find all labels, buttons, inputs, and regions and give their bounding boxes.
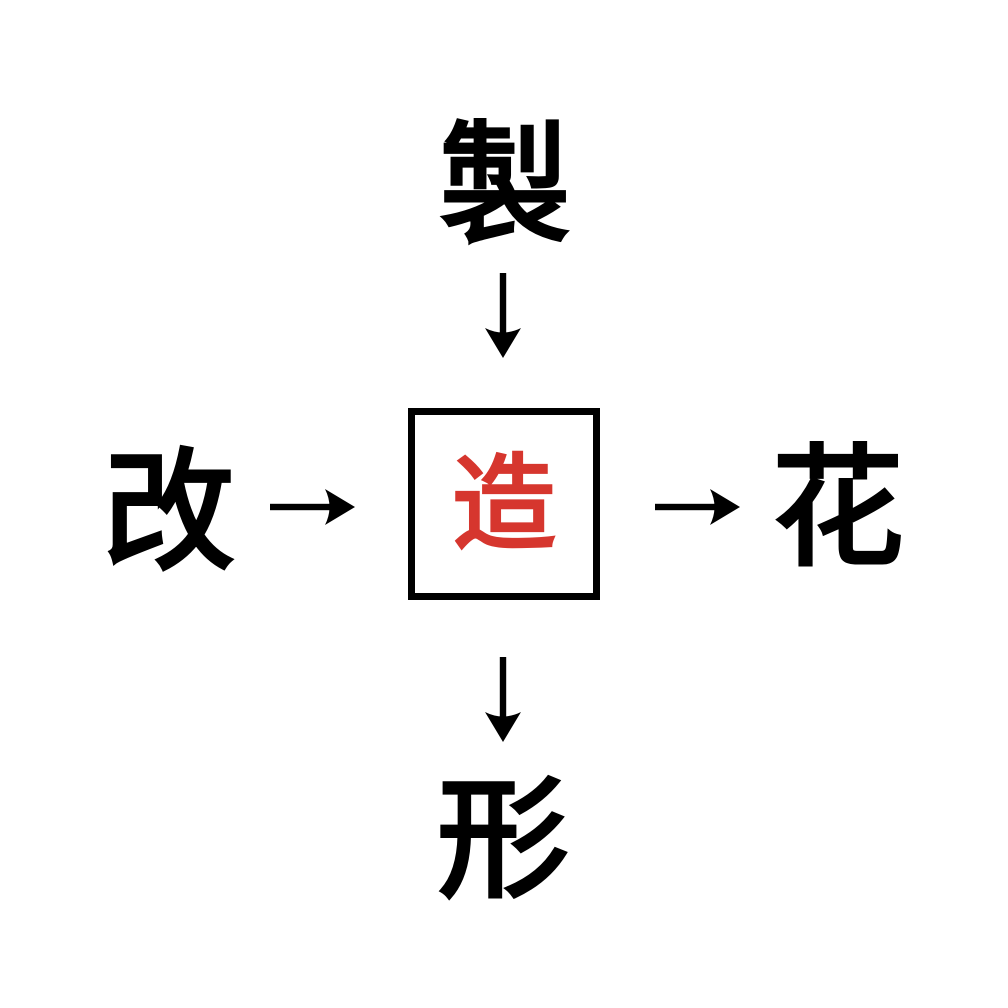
kanji-center: 造 <box>451 443 556 565</box>
answer-box: 造 <box>408 408 600 600</box>
kanji-top: 製 <box>439 109 571 263</box>
kanji-right: 花 <box>772 432 904 586</box>
arrow-down-icon <box>485 657 521 742</box>
arrow-down-icon <box>485 273 521 358</box>
kanji-left: 改 <box>103 436 235 590</box>
kanji-bottom: 形 <box>437 764 569 918</box>
arrow-right-icon <box>655 489 740 525</box>
arrow-right-icon <box>270 489 355 525</box>
